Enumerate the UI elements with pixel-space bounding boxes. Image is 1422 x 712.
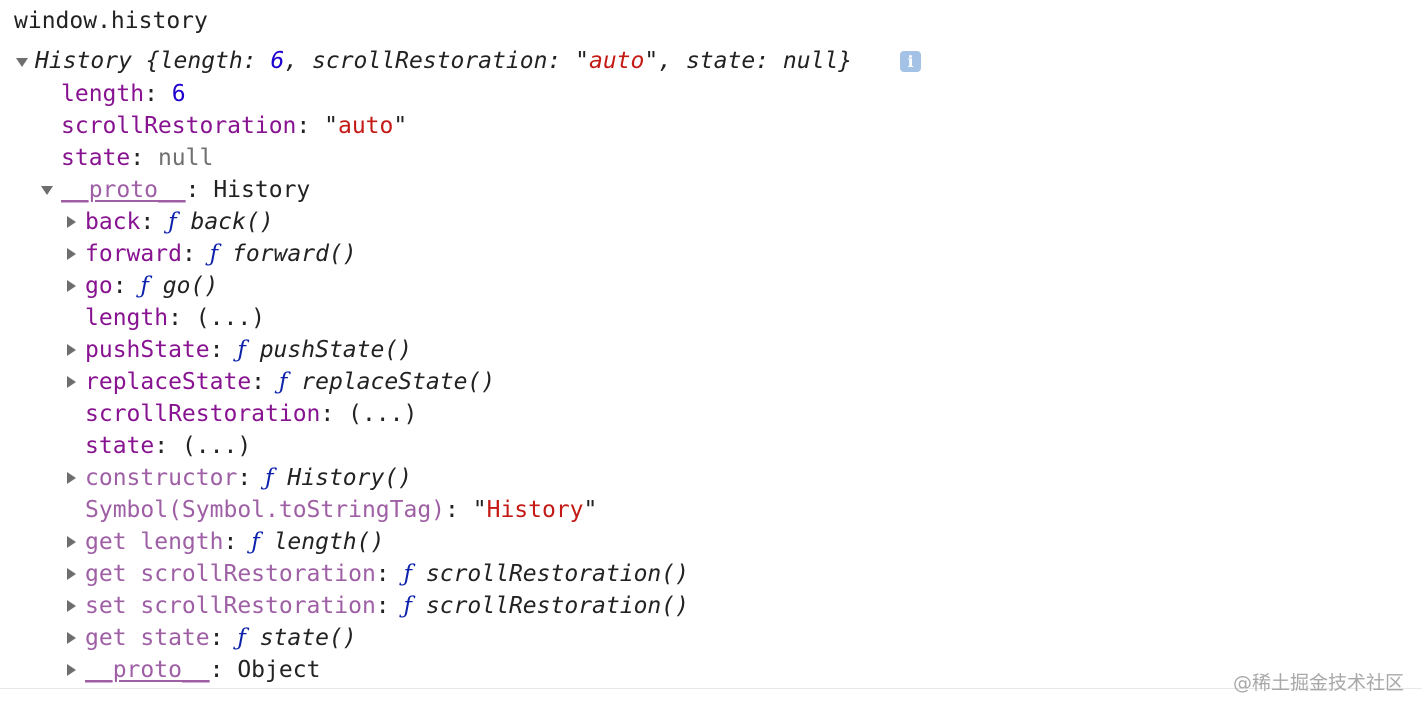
- class-name: History: [35, 48, 132, 74]
- console-command[interactable]: window.history: [14, 8, 208, 34]
- proto-item-proto-object[interactable]: __proto__: Object: [85, 657, 321, 683]
- console-divider: [0, 688, 1422, 689]
- triangle-right-icon[interactable]: [67, 216, 76, 228]
- proto-item-get-length[interactable]: get length: ƒ length(): [85, 529, 385, 555]
- history-object-summary[interactable]: History {length: 6, scrollRestoration: "…: [35, 48, 853, 74]
- property-state: state: null: [61, 145, 214, 171]
- proto-item-forward[interactable]: forward: ƒ forward(): [85, 241, 357, 267]
- proto-item-scroll-restoration[interactable]: scrollRestoration: (...): [85, 401, 418, 427]
- proto-item-push-state[interactable]: pushState: ƒ pushState(): [85, 337, 413, 363]
- property-scroll-restoration: scrollRestoration: "auto": [61, 113, 408, 139]
- proto-item-get-state[interactable]: get state: ƒ state(): [85, 625, 357, 651]
- triangle-right-icon[interactable]: [67, 344, 76, 356]
- proto-item-set-scroll-restoration[interactable]: set scrollRestoration: ƒ scrollRestorati…: [85, 593, 689, 619]
- triangle-right-icon[interactable]: [67, 664, 76, 676]
- triangle-down-icon[interactable]: [41, 186, 53, 195]
- triangle-down-icon[interactable]: [16, 58, 28, 67]
- triangle-right-icon[interactable]: [67, 376, 76, 388]
- triangle-right-icon[interactable]: [67, 472, 76, 484]
- triangle-right-icon[interactable]: [67, 632, 76, 644]
- proto-history-node[interactable]: __proto__: History: [61, 177, 311, 203]
- proto-item-back[interactable]: back: ƒ back(): [85, 209, 274, 235]
- proto-item-replace-state[interactable]: replaceState: ƒ replaceState(): [85, 369, 496, 395]
- proto-item-get-scroll-restoration[interactable]: get scrollRestoration: ƒ scrollRestorati…: [85, 561, 689, 587]
- triangle-right-icon[interactable]: [67, 280, 76, 292]
- watermark-text: @稀土掘金技术社区: [1232, 672, 1404, 694]
- proto-item-length[interactable]: length: (...): [85, 305, 266, 331]
- proto-item-go[interactable]: go: ƒ go(): [85, 273, 219, 299]
- triangle-right-icon[interactable]: [67, 536, 76, 548]
- info-icon[interactable]: i: [900, 51, 921, 72]
- property-length: length: 6: [61, 81, 186, 107]
- proto-item-state[interactable]: state: (...): [85, 433, 252, 459]
- triangle-right-icon[interactable]: [67, 248, 76, 260]
- triangle-right-icon[interactable]: [67, 568, 76, 580]
- proto-item-constructor[interactable]: constructor: ƒ History(): [85, 465, 413, 491]
- proto-item-to-string-tag: Symbol(Symbol.toStringTag): "History": [85, 497, 598, 523]
- triangle-right-icon[interactable]: [67, 600, 76, 612]
